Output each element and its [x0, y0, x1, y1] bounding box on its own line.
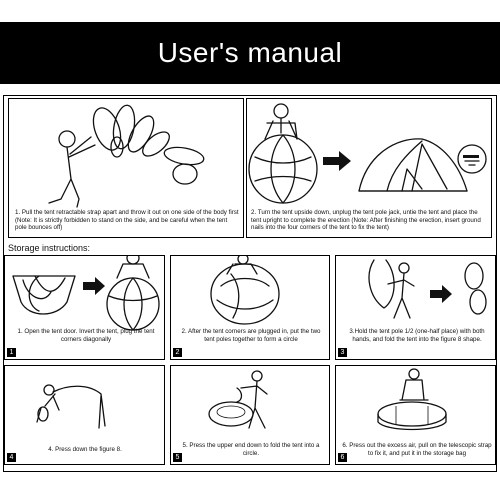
storage-step-1-panel: 1. Open the tent door. Invert the tent, …: [4, 255, 165, 360]
tent-erection-illustration: [248, 103, 487, 204]
storage-step-6-panel: 6. Press out the excess air, pull on the…: [335, 365, 496, 465]
manual-frame: [3, 95, 497, 472]
header-bar: User's manual: [0, 22, 500, 84]
storage-step-4-panel: 4. Press down the figure 8. 4: [4, 365, 165, 465]
storage-step-5-panel: 5. Press the upper end down to fold the …: [170, 365, 330, 465]
setup-step-2-caption: 2. Turn the tent upside down, unplug the…: [251, 209, 481, 231]
storage-step-4-caption: 4. Press down the figure 8.: [48, 446, 122, 453]
step-5-badge: 5: [173, 453, 182, 462]
storage-step-6-caption: 6. Press out the excess air, pull on the…: [342, 442, 492, 457]
strap-and-bag-illustration: [377, 368, 447, 431]
storage-step-3-panel: 3.Hold the tent pole 1/2 (one-half place…: [335, 255, 496, 360]
storage-instructions-heading: Storage instructions:: [8, 243, 91, 253]
setup-step-1-caption: 1. Pull the tent retractable strap apart…: [15, 209, 239, 231]
step-1-badge: 1: [7, 348, 16, 357]
storage-step-1-caption: 1. Open the tent door. Invert the tent, …: [17, 328, 155, 343]
fold-into-circle-illustration: [208, 370, 268, 429]
press-figure-8-illustration: [36, 384, 106, 429]
storage-step-2-panel: 2. After the tent corners are plugged in…: [170, 255, 330, 360]
storage-step-3-caption: 3.Hold the tent pole 1/2 (one-half place…: [349, 328, 485, 343]
setup-step-2-panel: 2. Turn the tent upside down, unplug the…: [246, 98, 492, 238]
poles-circle-illustration: [210, 256, 280, 325]
setup-step-1-panel: 1. Pull the tent retractable strap apart…: [8, 98, 244, 238]
figure-8-fold-illustration: [368, 259, 487, 319]
step-6-badge: 6: [338, 453, 347, 462]
page-title: User's manual: [157, 37, 343, 68]
step-3-badge: 3: [338, 348, 347, 357]
step-2-badge: 2: [173, 348, 182, 357]
storage-step-2-caption: 2. After the tent corners are plugged in…: [181, 328, 321, 343]
person-throwing-tent-illustration: [48, 104, 205, 208]
invert-tent-illustration: [12, 256, 160, 331]
storage-step-5-caption: 5. Press the upper end down to fold the …: [182, 442, 320, 457]
step-4-badge: 4: [7, 453, 16, 462]
